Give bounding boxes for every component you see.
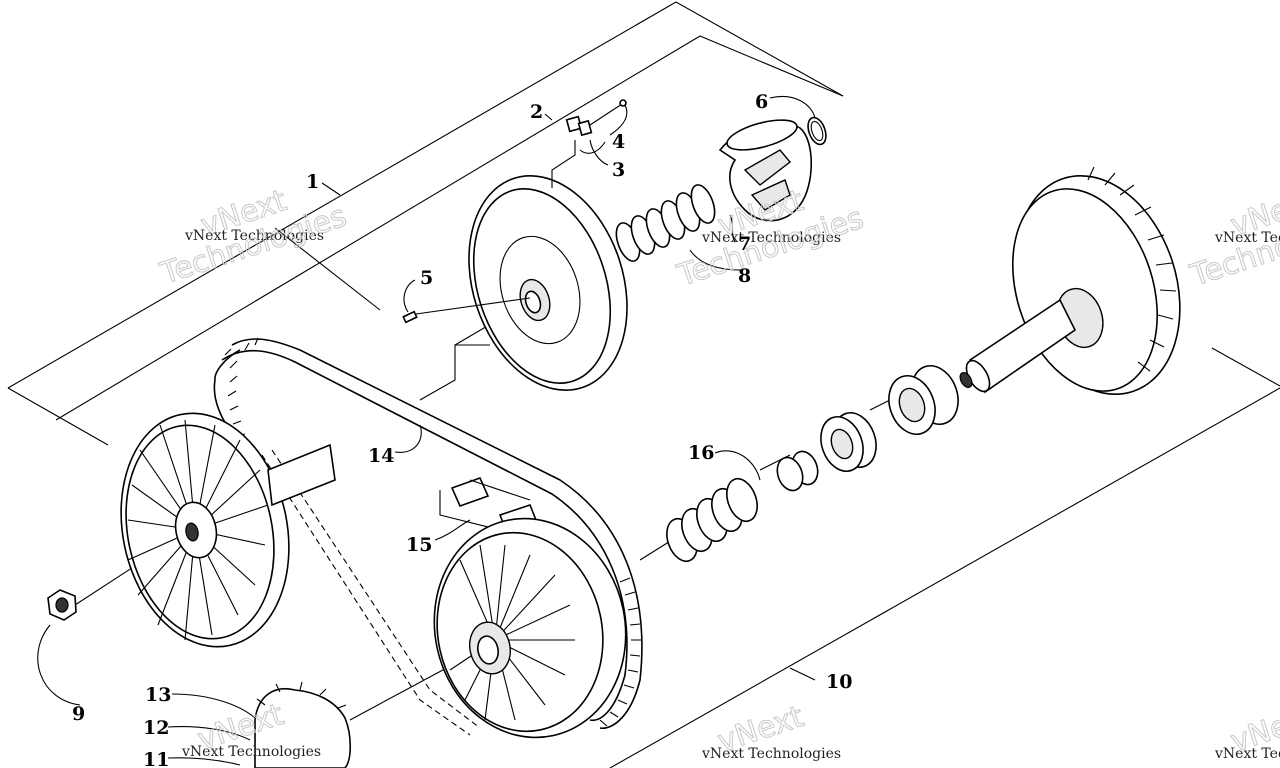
bearing-parts <box>776 365 959 492</box>
watermark: vNext vNext Technologies Technologies <box>155 183 351 293</box>
nut-part-9 <box>47 589 77 621</box>
spider-part-7 <box>718 119 813 222</box>
belt-cogs-right <box>599 577 641 727</box>
watermark-line: vNext Technologies <box>701 230 841 246</box>
callout-13: 13 <box>145 684 171 706</box>
small-sheave-bottom <box>254 681 352 768</box>
watermark-line: vNext Technologies <box>184 228 324 244</box>
pin-part-5 <box>402 297 531 324</box>
callout-4: 4 <box>612 131 625 153</box>
watermark: vNext vNext Technologies <box>1214 699 1280 762</box>
driven-sheave-center <box>433 517 627 739</box>
callout-12: 12 <box>143 717 169 739</box>
spring-part-16 <box>666 477 758 563</box>
spring-part-8 <box>615 184 716 262</box>
callout-11: 11 <box>143 749 169 768</box>
callout-7: 7 <box>738 233 751 255</box>
callout-14: 14 <box>368 445 394 467</box>
watermark-line: vNext Technologies <box>1214 230 1280 246</box>
drive-belt <box>213 337 643 736</box>
callout-2: 2 <box>530 101 543 123</box>
leader-lines <box>37 96 816 766</box>
snap-ring-part-6 <box>807 116 827 146</box>
watermark: vNext vNext Technologies Technologies <box>1185 183 1280 295</box>
watermark-line: vNext Technologies <box>181 744 321 760</box>
fastener-parts-2-3-4 <box>551 99 627 188</box>
belt-cogs-left <box>224 337 259 437</box>
moveable-sheave <box>468 175 628 391</box>
callout-15: 15 <box>406 534 432 556</box>
watermark-line: vNext Technologies <box>1214 746 1280 762</box>
callout-9: 9 <box>72 703 85 725</box>
fixed-sheave-assembly <box>959 166 1181 396</box>
driven-sheave-left <box>120 412 336 648</box>
callout-3: 3 <box>612 159 625 181</box>
callout-10: 10 <box>826 671 852 693</box>
callout-6: 6 <box>755 91 768 113</box>
watermark-line: vNext Technologies <box>701 746 841 762</box>
callout-5: 5 <box>420 267 433 289</box>
watermark: vNext vNext Technologies <box>701 699 841 762</box>
callout-labels: 1 2 3 4 5 6 7 8 9 10 11 12 13 14 15 16 <box>72 91 852 768</box>
callout-16: 16 <box>688 442 714 464</box>
assembly-boundary-lines <box>7 1 1280 768</box>
callout-8: 8 <box>738 265 751 287</box>
callout-1: 1 <box>306 171 319 193</box>
